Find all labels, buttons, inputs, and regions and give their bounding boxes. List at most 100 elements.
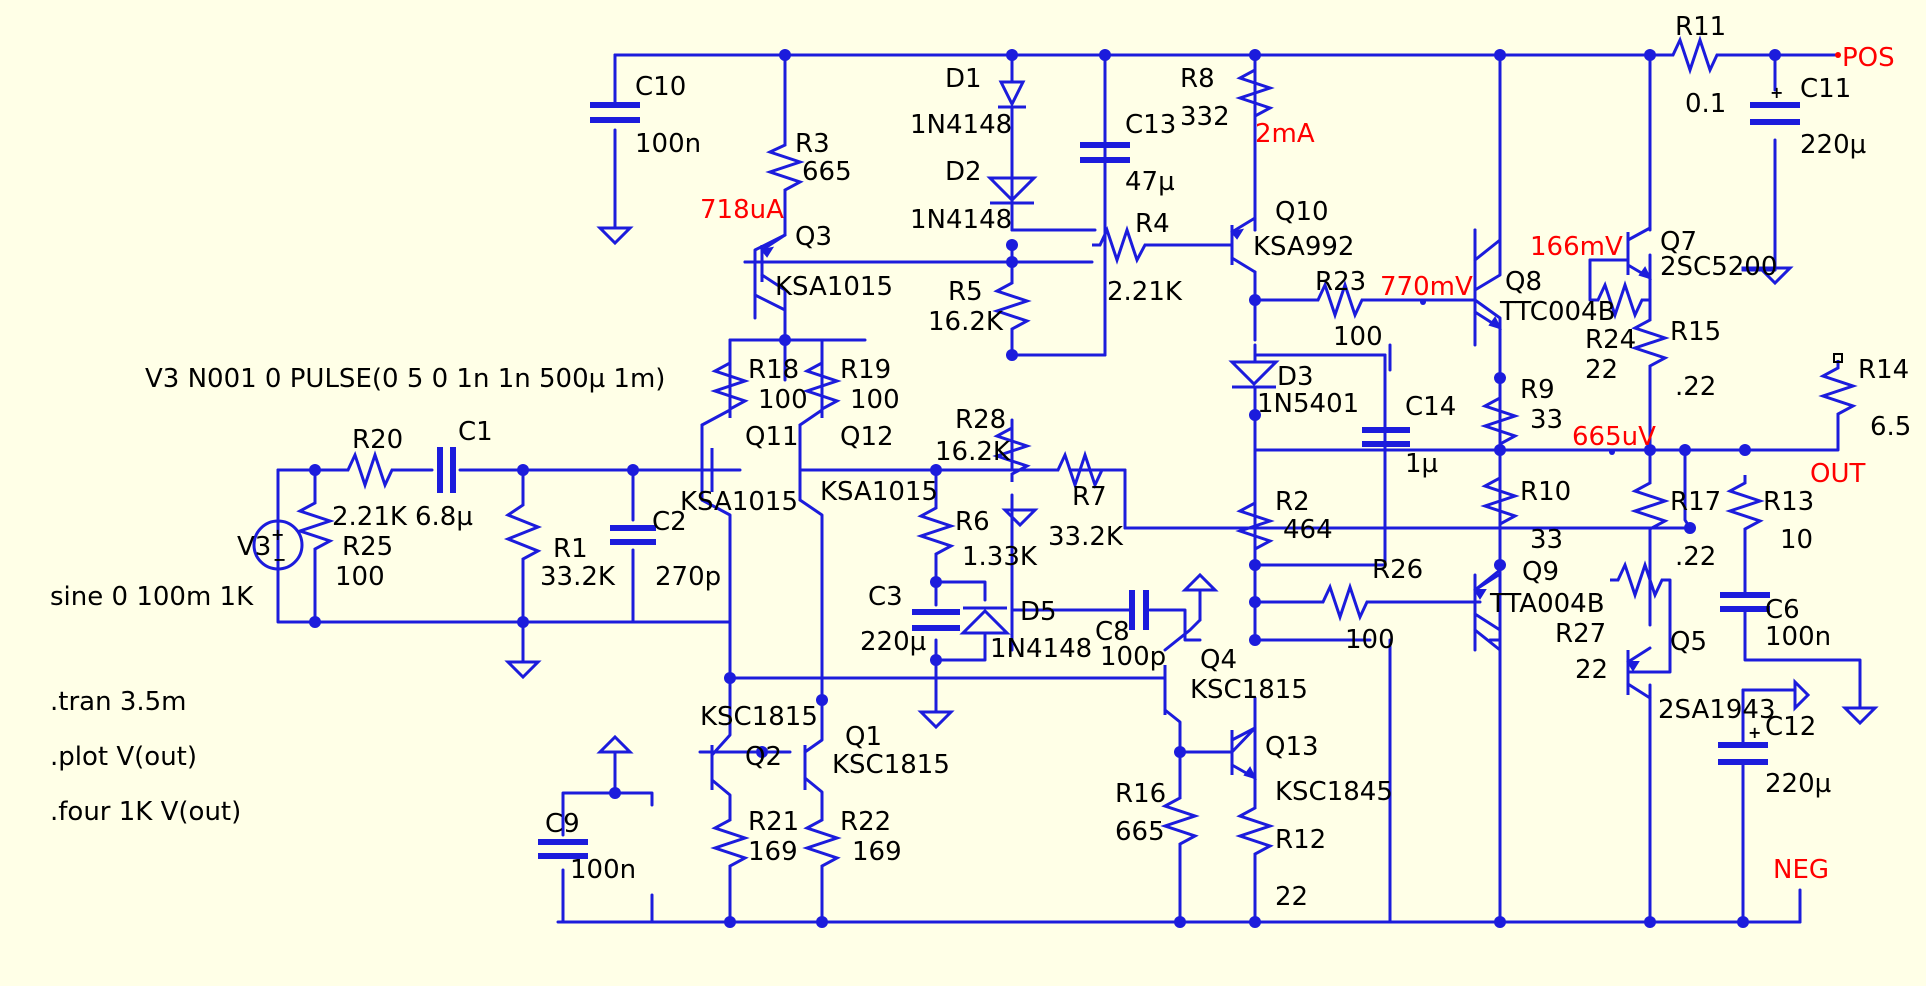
junction (779, 334, 791, 346)
label-c10-name: C10 (635, 72, 686, 102)
label-q12-name: Q12 (840, 422, 894, 452)
capacitor-c11[interactable]: + (1750, 83, 1800, 125)
capacitor-c6[interactable] (1720, 553, 1862, 710)
resistor-r26[interactable] (1315, 582, 1380, 622)
junction (1644, 916, 1656, 928)
junction (1249, 916, 1261, 928)
junction (1494, 444, 1506, 456)
label-c8-value: 100p (1100, 642, 1166, 672)
capacitor-c9[interactable] (538, 839, 588, 859)
resistor-r22[interactable] (802, 812, 842, 870)
directive-four: .four 1K V(out) (50, 797, 241, 827)
junction (756, 746, 768, 758)
label-c12-name: C12 (1765, 712, 1816, 742)
transistor-q3[interactable] (743, 233, 787, 342)
junction (517, 464, 529, 476)
label-r22-name: R22 (840, 807, 891, 837)
label-q8-name: Q8 (1505, 267, 1542, 297)
label-r27-value: 22 (1575, 655, 1608, 685)
junction (1684, 522, 1696, 534)
resistor-r20[interactable] (340, 450, 400, 490)
resistor-r16[interactable] (1160, 790, 1200, 860)
junction (1006, 256, 1018, 268)
resistor-r23[interactable] (1310, 280, 1370, 320)
resistor-r25[interactable] (295, 495, 335, 560)
diodes (959, 53, 1280, 635)
transistor-q10[interactable] (1230, 216, 1257, 292)
label-c1-name: C1 (458, 417, 493, 447)
transistor-q13[interactable] (1230, 726, 1257, 802)
resistor-r8[interactable] (1235, 62, 1275, 125)
capacitor-c8[interactable] (1129, 590, 1149, 630)
label-r10-value: 33 (1530, 525, 1563, 555)
resistor-r5[interactable] (992, 275, 1032, 338)
ground-c12 (1793, 678, 1811, 712)
label-d5-name: D5 (1020, 597, 1057, 627)
transistor-q5[interactable] (1626, 578, 1672, 700)
junction (1420, 299, 1426, 305)
capacitor-c13[interactable] (1080, 53, 1130, 357)
capacitor-c2[interactable] (610, 525, 656, 545)
resistor-r7[interactable] (1050, 450, 1110, 490)
junction (816, 916, 828, 928)
resistor-r11[interactable] (1665, 35, 1730, 75)
directive-tran: .tran 3.5m (50, 687, 187, 717)
svg-text:+: + (1770, 83, 1783, 102)
label-r3-value: 665 (802, 157, 852, 187)
capacitor-c14[interactable] (1362, 427, 1410, 447)
diode-d5[interactable] (959, 606, 1011, 635)
label-c1-value: 6.8µ (415, 502, 473, 532)
ground-r28 (1001, 508, 1039, 528)
junction (1679, 444, 1691, 456)
resistor-r2[interactable] (1235, 495, 1275, 560)
resistor-r1[interactable] (503, 495, 543, 565)
transistor-q7[interactable] (1588, 226, 1652, 314)
resistor-r9[interactable] (1480, 390, 1520, 448)
diode-d1[interactable] (998, 53, 1026, 180)
capacitor-c1[interactable] (437, 447, 456, 493)
transistor-q8[interactable] (1473, 53, 1502, 380)
svg-text:+: + (271, 525, 284, 544)
resistor-r4[interactable] (1092, 225, 1152, 265)
resistor-r6[interactable] (916, 500, 956, 565)
resistor-r18[interactable] (710, 355, 750, 418)
capacitor-c3[interactable] (912, 609, 960, 631)
resistor-r3[interactable] (765, 135, 805, 200)
transistor-q11[interactable] (700, 448, 714, 492)
label-r5-name: R5 (948, 277, 983, 307)
capacitor-c10[interactable] (590, 98, 640, 123)
label-r28-value: 16.2K (935, 437, 1011, 467)
label-r9-value: 33 (1530, 405, 1563, 435)
junction (1006, 239, 1018, 251)
resistor-r24[interactable] (1590, 280, 1650, 320)
measurement-2ma: 2mA (1255, 119, 1315, 149)
resistor-r27[interactable] (1610, 560, 1670, 600)
voltage-source-v3[interactable]: + − (252, 519, 304, 571)
resistor-r28[interactable] (992, 420, 1032, 482)
resistor-r15[interactable] (1630, 312, 1670, 392)
label-c8-name: C8 (1095, 617, 1130, 647)
label-q13-model: KSC1845 (1275, 777, 1393, 807)
label-r19-name: R19 (840, 355, 891, 385)
label-c11-name: C11 (1800, 74, 1851, 104)
label-r8-name: R8 (1180, 64, 1215, 94)
diode-d2[interactable] (986, 176, 1038, 205)
directive-plot: .plot V(out) (50, 742, 197, 772)
resistor-r13[interactable] (1725, 475, 1765, 555)
junction (779, 49, 791, 61)
resistor-r14[interactable] (1818, 360, 1858, 430)
resistor-r10[interactable] (1480, 470, 1520, 530)
junction (609, 787, 621, 799)
resistor-r19[interactable] (802, 355, 842, 418)
resistor-r21[interactable] (710, 812, 750, 870)
capacitor-c12[interactable]: + (1718, 688, 1797, 924)
junction (930, 654, 942, 666)
label-q3-name: Q3 (795, 222, 832, 252)
label-r21-value: 169 (748, 837, 798, 867)
label-r23-name: R23 (1315, 267, 1366, 297)
label-r23-value: 100 (1333, 322, 1383, 352)
resistor-r12[interactable] (1235, 800, 1275, 856)
label-r24-name: R24 (1585, 325, 1636, 355)
resistor-r17[interactable] (1630, 475, 1670, 555)
label-r24-value: 22 (1585, 355, 1618, 385)
